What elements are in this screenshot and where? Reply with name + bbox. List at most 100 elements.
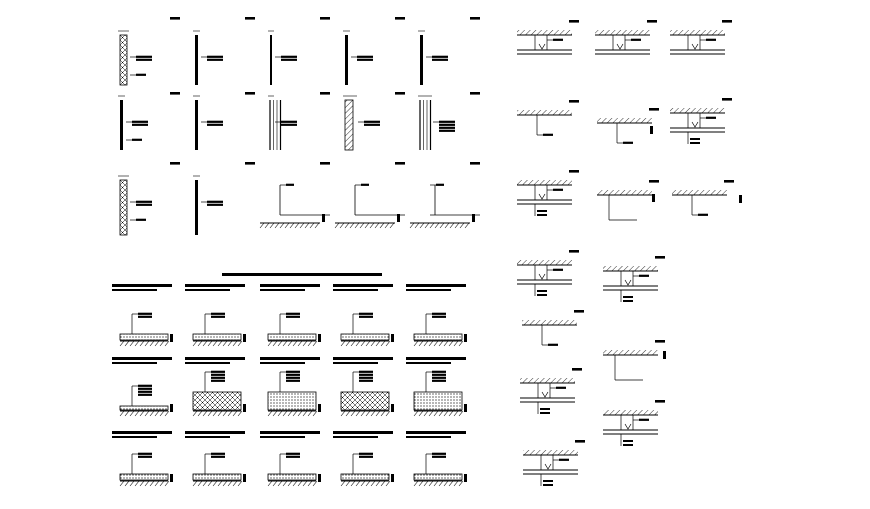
slab-hatch	[670, 108, 725, 113]
leader-label	[357, 55, 373, 58]
detail-tag	[569, 250, 579, 253]
floor-title-bar	[112, 284, 172, 287]
leader-label	[138, 387, 152, 390]
ceiling-details-column-1	[517, 20, 734, 486]
floor-title-bar	[260, 357, 320, 360]
dimension-tick	[652, 194, 655, 202]
leader-label	[698, 213, 708, 216]
section-title-bar	[222, 273, 382, 276]
ceiling-detail-9	[672, 180, 734, 216]
wall-section	[420, 35, 423, 85]
floor-title-r2-c3	[260, 357, 320, 364]
leader-label	[211, 370, 225, 373]
leader-label	[359, 370, 373, 373]
floor-build-up-outline	[192, 473, 242, 481]
ceiling-detail-1	[517, 20, 579, 55]
floor-build-up	[268, 474, 316, 480]
wall-outline	[344, 99, 354, 151]
slab-hatch	[520, 378, 575, 383]
leader-label	[211, 379, 225, 382]
leader-label	[359, 315, 373, 318]
floor-build-up	[120, 474, 168, 480]
floor-title-bar	[260, 284, 320, 287]
floor-build-up-outline	[340, 391, 390, 411]
dimension-marker-3	[739, 195, 742, 203]
wall-detail-r1-c4	[343, 17, 405, 85]
wall-section	[195, 35, 198, 85]
ceiling-detail-3	[670, 20, 732, 55]
floor-title-bar	[333, 431, 393, 434]
floor-title-r1-c4	[333, 284, 393, 291]
wall-detail-r3-c1	[118, 162, 180, 236]
floor-build-up	[341, 334, 389, 340]
floor-title-bar	[112, 357, 172, 360]
leader-label	[138, 390, 152, 393]
floor-title-r3-c4	[333, 431, 393, 438]
dimension-tick	[391, 334, 394, 342]
note-bar	[537, 290, 547, 292]
dimension-tick	[739, 195, 742, 203]
wall-detail-r2-c4	[343, 92, 405, 151]
floor-build-up	[268, 392, 316, 410]
wall-detail-r1-c5	[418, 17, 480, 85]
ceiling-detail-12	[522, 310, 584, 346]
wall-detail-r2-c5	[418, 92, 480, 150]
note-bar	[623, 296, 633, 298]
leader-label	[211, 452, 225, 455]
floor-build-up-outline	[413, 391, 463, 411]
dimension-tick	[318, 474, 321, 482]
leader-label	[138, 384, 152, 387]
floor-title-r2-c5	[406, 357, 466, 364]
floor-title-r2-c1	[112, 357, 172, 364]
floor-title-r3-c5	[406, 431, 466, 438]
floor-subtitle-bar	[333, 436, 378, 438]
leader-label	[432, 312, 446, 315]
leader-label	[631, 38, 641, 41]
detail-tag	[655, 400, 665, 403]
floor-build-up-outline	[267, 473, 317, 481]
dimension-tick	[170, 334, 173, 342]
wall-detail-r2-c1	[118, 92, 180, 150]
leader-label	[211, 373, 225, 376]
detail-tag	[722, 20, 732, 23]
floor-build-up	[414, 474, 462, 480]
detail-tag	[245, 17, 255, 20]
floor-subtitle-bar	[333, 362, 378, 364]
detail-tag	[395, 92, 405, 95]
detail-tag	[574, 310, 584, 313]
wall-detail-r2-c3	[268, 92, 330, 150]
note-bar	[623, 300, 633, 302]
hanger-clip	[616, 43, 624, 50]
leader-label	[286, 183, 294, 186]
wall-outline	[119, 179, 128, 236]
floor-title-r1-c1	[112, 284, 172, 291]
leader-label	[432, 455, 446, 458]
leader-label	[359, 379, 373, 382]
floor-build-up	[193, 392, 241, 410]
leader-label	[359, 376, 373, 379]
leader-label	[136, 58, 152, 61]
leader-label	[286, 315, 300, 318]
floor-title-r3-c1	[112, 431, 172, 438]
leader-label	[286, 370, 300, 373]
wall-detail-r3-c3	[259, 162, 330, 229]
detail-tag	[320, 162, 330, 165]
note-bar	[540, 408, 550, 410]
leader-label	[559, 458, 569, 461]
floor-detail-r2-c1	[119, 384, 173, 417]
dimension-tick	[663, 351, 666, 359]
detail-tag	[649, 180, 659, 183]
detail-tag	[170, 17, 180, 20]
floor-build-up-outline	[119, 473, 169, 481]
note-bar	[537, 214, 547, 216]
detail-tag	[569, 100, 579, 103]
leader-label	[432, 452, 446, 455]
floor-detail-r1-c2	[192, 312, 246, 347]
floor-build-up	[120, 334, 168, 340]
wall-section	[345, 35, 348, 85]
leader-label	[286, 312, 300, 315]
floor-subtitle-bar	[406, 289, 451, 291]
leader-label	[639, 418, 649, 421]
slab-hatch	[603, 350, 658, 355]
floor-detail-r1-c1	[119, 312, 173, 347]
